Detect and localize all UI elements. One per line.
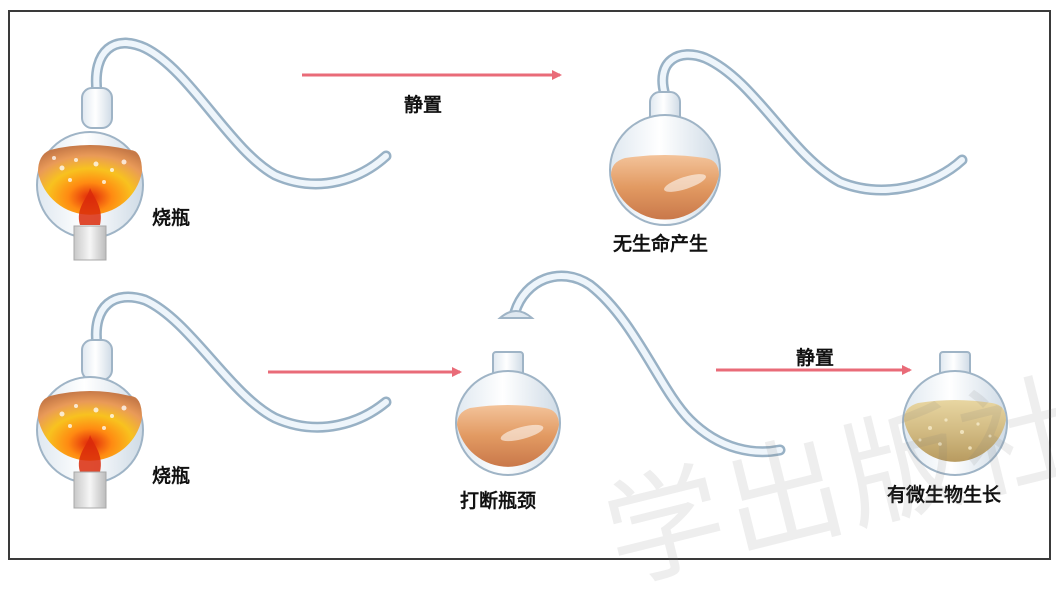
flask-label-top: 烧瓶 <box>152 207 191 229</box>
heated-flask-top <box>36 37 392 261</box>
sterile-flask <box>609 49 968 226</box>
microbe-growth-label: 有微生物生长 <box>887 484 1002 506</box>
flame-icon <box>78 188 101 225</box>
flame-icon <box>78 435 101 472</box>
heated-flask-bottom <box>36 291 392 509</box>
stand-label-bottom: 静置 <box>796 347 835 369</box>
break-neck-label: 打断瓶颈 <box>460 490 537 512</box>
burner <box>73 225 107 261</box>
broken-neck-flask <box>455 270 786 476</box>
flask-label-bottom: 烧瓶 <box>152 465 191 487</box>
contaminated-flask <box>902 351 1008 476</box>
experiment-illustration <box>36 37 1008 509</box>
stand-label-top: 静置 <box>404 94 443 116</box>
no-life-label: 无生命产生 <box>613 233 709 255</box>
burner <box>73 471 107 509</box>
pasteur-experiment-diagram: 烧瓶 静置 无生命产生 烧瓶 打断瓶颈 静置 有微生物生长 学出版社 <box>8 10 1056 609</box>
